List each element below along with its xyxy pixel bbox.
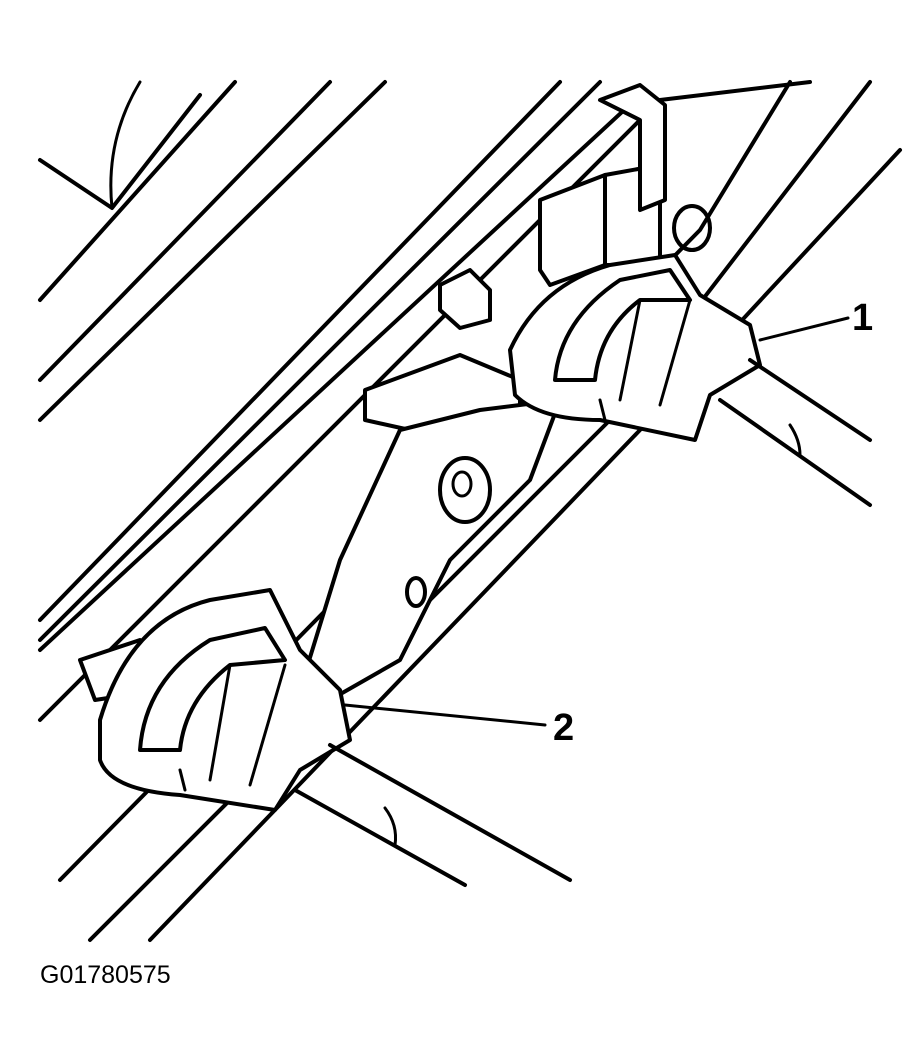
cable-connector-1 [508, 253, 872, 507]
callout-label-2: 2 [553, 707, 574, 749]
leader-line-1 [758, 316, 850, 342]
seat-frame-panel [38, 80, 602, 642]
callout-label-1: 1 [852, 297, 873, 339]
cable-connector-2 [98, 588, 572, 887]
callout-leaders [343, 316, 850, 727]
seat-adjuster-bracket [298, 204, 712, 702]
leader-line-2 [343, 703, 547, 727]
figure-id: G01780575 [40, 961, 171, 989]
